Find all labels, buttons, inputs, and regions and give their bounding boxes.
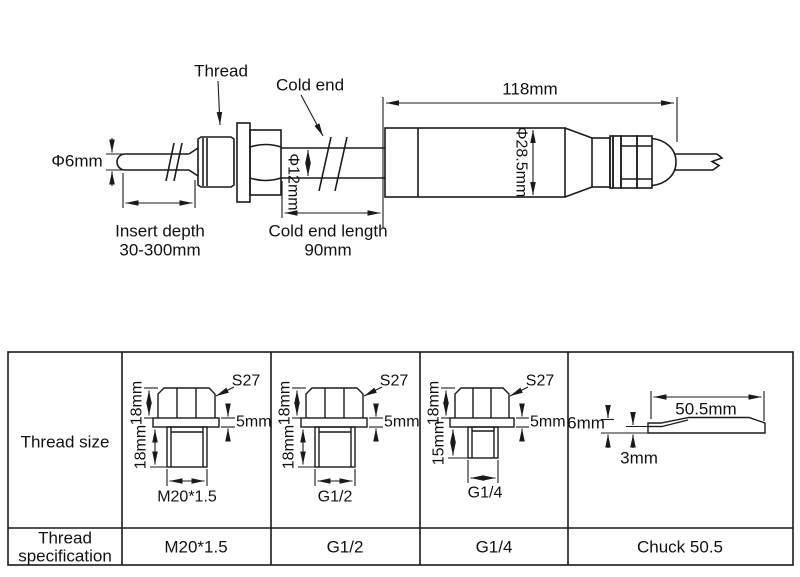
insert-depth-range: 30-300mm [119, 241, 200, 260]
chuck-drawing: 50.5mm 6mm 3mm [567, 391, 766, 468]
chuck-height-label: 6mm [567, 414, 605, 433]
cold-end-length-label: Cold end length [268, 222, 387, 241]
chuck-width-label: 50.5mm [675, 400, 736, 419]
body-diameter-label: Φ28.5mm [513, 127, 530, 198]
g14-wrench-label: S27 [526, 373, 555, 390]
spec-table: Thread size Thread specification M20*1.5… [7, 351, 794, 566]
g12-stub-height-label: 18mm [281, 425, 298, 469]
m20-stub-height-label: 18mm [133, 425, 150, 469]
g12-flange-label: 5mm [384, 414, 420, 431]
probe-diameter-label: Φ6mm [51, 152, 102, 171]
g14-hex-height-label: 18mm [426, 381, 443, 425]
insert-depth-label: Insert depth [115, 222, 205, 241]
spec-value-chuck: Chuck 50.5 [637, 538, 723, 557]
m20-flange-label: 5mm [236, 414, 272, 431]
chuck-edge-label: 3mm [620, 449, 658, 468]
g12-hex-height-label: 18mm [277, 381, 294, 425]
thread-size-header: Thread size [21, 433, 110, 452]
body-length-label: 118mm [502, 80, 557, 99]
spec-value-m20: M20*1.5 [164, 538, 227, 557]
cold-end-diameter-label: Φ12mm [285, 153, 302, 210]
m20-thread-dim-label: M20*1.5 [157, 489, 217, 506]
fitting-drawing-g14: 18mm 15mm 5mm S27 G1/4 [426, 373, 566, 502]
g14-stub-height-label: 15mm [431, 421, 448, 465]
m20-hex-height-label: 18mm [129, 381, 146, 425]
cold-end-length-value: 90mm [304, 241, 351, 260]
g12-thread-dim-label: G1/2 [318, 489, 353, 506]
thread-spec-header-line2: specification [18, 547, 112, 566]
fitting-drawing-m20: 18mm 18mm 5mm S27 M20*1.5 [129, 373, 272, 506]
g14-thread-dim-label: G1/4 [468, 485, 503, 502]
thread-label: Thread [194, 62, 248, 81]
g12-wrench-label: S27 [380, 373, 409, 390]
spec-value-g12: G1/2 [327, 538, 364, 557]
cold-end-label: Cold end [276, 76, 344, 95]
thread-spec-header-line1: Thread [38, 529, 92, 548]
m20-wrench-label: S27 [232, 373, 261, 390]
fitting-drawing-g12: 18mm 18mm 5mm S27 G1/2 [277, 373, 420, 506]
probe-dimensions: Thread Cold end 118mm Φ6mm Insert depth … [51, 62, 678, 260]
probe-outline [116, 122, 724, 203]
spec-value-g14: G1/4 [476, 538, 513, 557]
g14-flange-label: 5mm [530, 414, 566, 431]
